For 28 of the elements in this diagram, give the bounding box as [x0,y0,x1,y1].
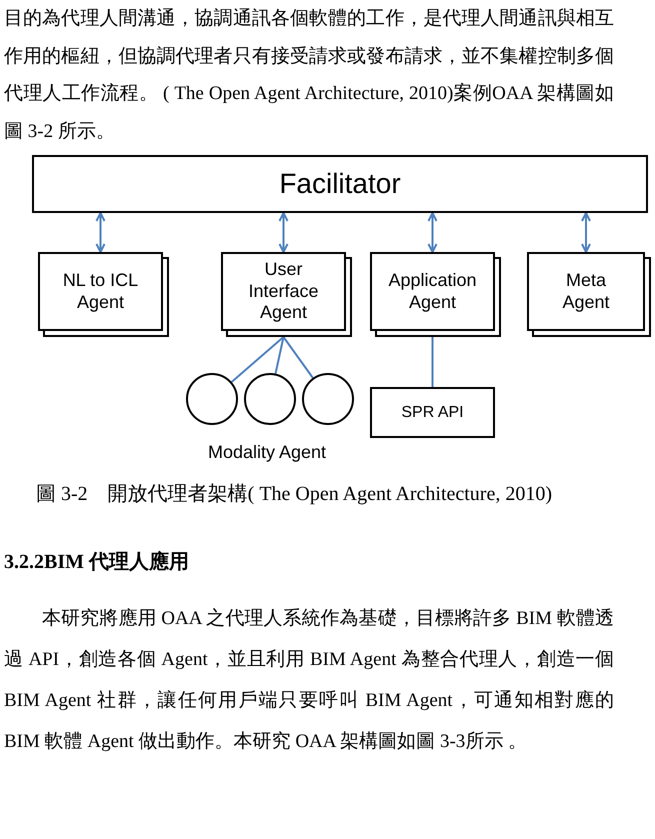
circle-node [302,373,354,425]
connector-line [282,336,314,378]
node-label: Facilitator [279,167,401,201]
process-box [370,387,495,438]
node-label: Meta Agent [561,270,611,314]
double-headed-arrow [581,212,591,253]
double-headed-arrow [278,212,288,253]
node-label: SPR API [401,402,464,422]
process-box [32,155,648,213]
stacked-box [527,252,651,337]
connector-line [274,336,284,374]
node-label: Application Agent [387,270,478,314]
double-headed-arrow [428,212,438,253]
stacked-box [221,252,352,337]
double-headed-arrow [96,212,106,253]
node-label: NL to ICL Agent [62,270,140,314]
body-paragraph: 目的為代理人間溝通，協調通訊各個軟體的工作，是代理人間通訊與相互作用的樞紐，但協調代理者只有接受請求或發布請求，並不集權控制多個代理人工作流程。 ( The Open Agent Architecture, 2010)案例OAA 架構圖如圖 3-2 所示。 [4,7,614,144]
connector-line [432,337,434,387]
section-heading: 3.2.2BIM 代理人應用 [4,550,189,575]
stacked-box [38,252,169,337]
node-label: User Interface Agent [247,259,320,324]
body-paragraph: 本研究將應用 OAA 之代理人系統作為基礎，目標將許多 BIM 軟體透過 API，創造各個 Agent，並且利用 BIM Agent 為整合代理人，創造一個 BIM Agent 社群，讓任何用戶端只要呼叫 BIM Agent，可通知相對應的BIM 軟體 Agent 做出動作。本研究 OAA 架構圖如圖 3-3所示 。 [4,607,614,754]
stacked-box [370,252,501,337]
connector-line [231,336,284,383]
circle-node [244,373,296,425]
circle-node [186,373,238,425]
group-label: Modality Agent [208,442,326,463]
figure-caption: 圖 3-2 開放代理者架構( The Open Agent Architecture, 2010) [36,482,552,507]
